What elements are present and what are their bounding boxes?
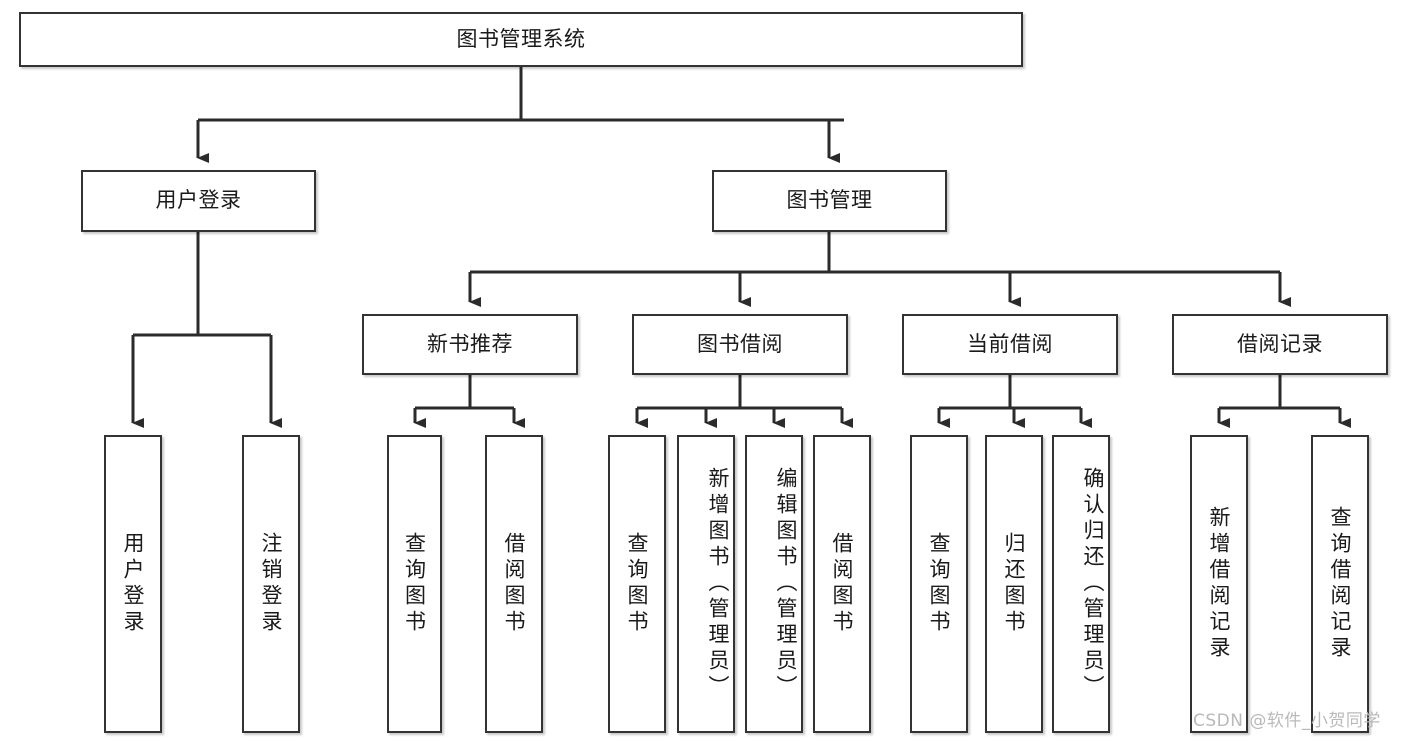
node-leaf-borrow-book-2[interactable]: 借阅图书 xyxy=(813,435,871,733)
node-user-login[interactable]: 用户登录 xyxy=(81,170,316,232)
node-leaf-query-book-3[interactable]: 查询图书 xyxy=(910,435,968,733)
node-leaf-borrow-book-2-label: 借阅图书 xyxy=(830,532,854,636)
node-leaf-logout[interactable]: 注销登录 xyxy=(242,435,300,733)
node-leaf-add-record[interactable]: 新增借阅记录 xyxy=(1190,435,1248,733)
node-current-borrow[interactable]: 当前借阅 xyxy=(902,314,1118,375)
node-leaf-add-book-label: 新增图书（管理员） xyxy=(706,467,730,701)
node-leaf-edit-book-label: 编辑图书（管理员） xyxy=(774,467,798,701)
node-leaf-user-login-label: 用户登录 xyxy=(121,532,145,636)
node-root-label: 图书管理系统 xyxy=(456,26,586,51)
node-current-borrow-label: 当前借阅 xyxy=(967,331,1053,356)
node-leaf-query-book-2[interactable]: 查询图书 xyxy=(608,435,666,733)
node-leaf-logout-label: 注销登录 xyxy=(259,532,283,636)
node-borrow-record-label: 借阅记录 xyxy=(1237,331,1323,356)
node-leaf-user-login[interactable]: 用户登录 xyxy=(104,435,162,733)
node-leaf-query-book-3-label: 查询图书 xyxy=(927,532,951,636)
node-leaf-query-book-2-label: 查询图书 xyxy=(625,532,649,636)
node-new-book-rec[interactable]: 新书推荐 xyxy=(362,314,578,375)
node-leaf-query-book-1-label: 查询图书 xyxy=(402,532,427,636)
node-leaf-borrow-book-1[interactable]: 借阅图书 xyxy=(485,435,543,733)
node-leaf-query-record[interactable]: 查询借阅记录 xyxy=(1311,435,1369,733)
node-book-manage[interactable]: 图书管理 xyxy=(712,170,947,232)
node-leaf-query-book-1[interactable]: 查询图书 xyxy=(387,435,442,733)
node-new-book-rec-label: 新书推荐 xyxy=(427,331,513,356)
node-root[interactable]: 图书管理系统 xyxy=(19,12,1023,67)
node-user-login-label: 用户登录 xyxy=(155,188,242,213)
node-leaf-add-record-label: 新增借阅记录 xyxy=(1207,506,1231,662)
csdn-watermark: CSDN @软件_小贺同学 xyxy=(1193,711,1381,731)
node-leaf-borrow-book-1-label: 借阅图书 xyxy=(502,532,526,636)
node-leaf-confirm-return[interactable]: 确认归还（管理员） xyxy=(1052,435,1110,733)
node-leaf-confirm-return-label: 确认归还（管理员） xyxy=(1081,467,1105,701)
node-book-borrow[interactable]: 图书借阅 xyxy=(632,314,848,375)
node-borrow-record[interactable]: 借阅记录 xyxy=(1172,314,1388,375)
node-leaf-return-book-label: 归还图书 xyxy=(1002,532,1026,636)
node-leaf-add-book[interactable]: 新增图书（管理员） xyxy=(677,435,735,733)
node-leaf-edit-book[interactable]: 编辑图书（管理员） xyxy=(745,435,803,733)
node-book-borrow-label: 图书借阅 xyxy=(697,331,783,356)
node-leaf-query-record-label: 查询借阅记录 xyxy=(1328,506,1352,662)
node-book-manage-label: 图书管理 xyxy=(786,188,873,213)
node-leaf-return-book[interactable]: 归还图书 xyxy=(985,435,1043,733)
